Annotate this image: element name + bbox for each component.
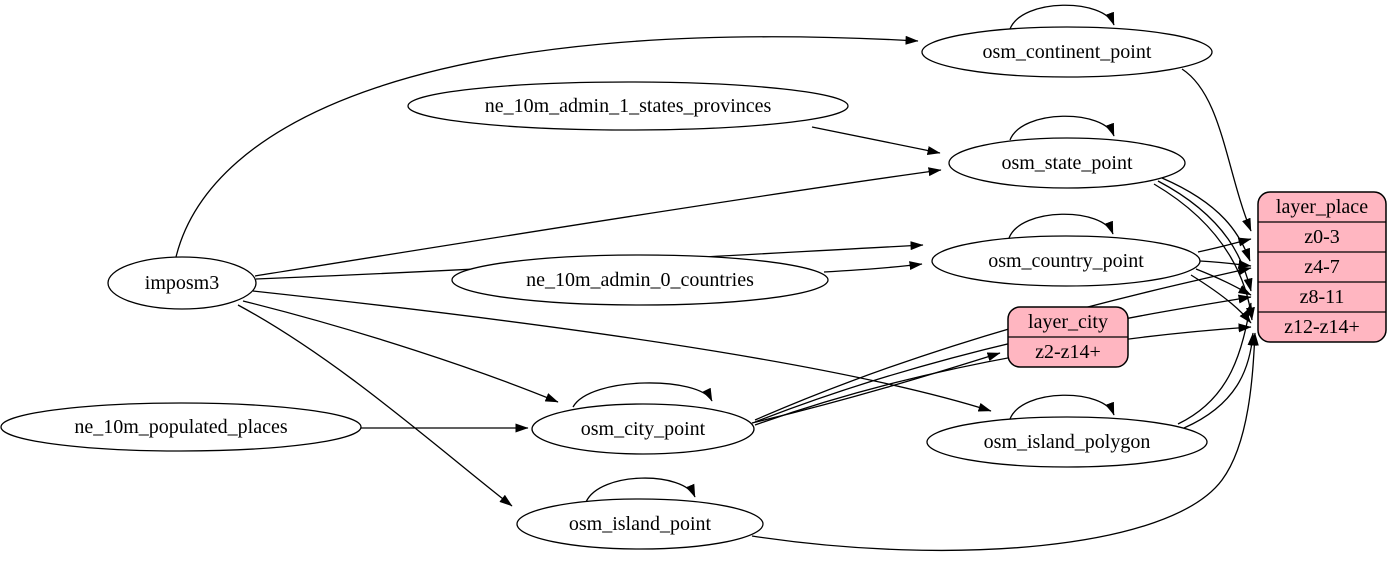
node-ellipse-imposm3 [107, 256, 257, 310]
edge-osm_island_point-to-layer_place.z12-z14+ [751, 332, 1259, 552]
record-layer_place: layer_place z0-3 z4-7 z8-11 z12-z14+ [1257, 191, 1387, 343]
edge-osm_continent_point-to-layer_place.z0-3 [1181, 68, 1252, 232]
record-layer_city: layer_city z2-z14+ [1007, 306, 1129, 368]
node-osm_city_point: osm_city_point [531, 403, 755, 455]
edges-layer [175, 4, 1259, 552]
self-loop-osm_state_point [1009, 115, 1115, 141]
edge-imposm3-to-osm_continent_point [175, 35, 919, 258]
edge-ne_10m_admin_0_countries-to-osm_country_point [823, 261, 923, 273]
edge-osm_country_point-to-layer_place.z8-11 [1195, 268, 1252, 296]
record-row-layer_city-z2-z14+: z2-z14+ [1035, 341, 1101, 363]
record-row-layer_place-z0-3: z0-3 [1304, 226, 1340, 248]
edge-osm_island_polygon-to-layer_place.z8-11 [1177, 302, 1254, 425]
node-label-osm_island_polygon: osm_island_polygon [984, 431, 1151, 453]
node-ellipse-osm_city_point [531, 403, 755, 455]
edge-osm_country_point-to-layer_place.z0-3 [1197, 237, 1252, 253]
record-row-layer_place-z4-7: z4-7 [1304, 256, 1340, 278]
self-loop-osm_continent_point [1009, 4, 1115, 30]
edge-osm_state_point-to-layer_place.z4-7 [1161, 177, 1251, 262]
edge-osm_island_polygon-to-layer_place.z12-z14+ [1183, 332, 1257, 429]
record-title-layer_city: layer_city [1028, 311, 1108, 333]
record-box-layer_place [1257, 191, 1387, 343]
node-osm_island_point: osm_island_point [516, 498, 764, 550]
node-osm_country_point: osm_country_point [931, 235, 1201, 287]
edge-ne_10m_admin_1_states_provinces-to-osm_state_point [811, 126, 941, 155]
record-row-layer_place-z8-11: z8-11 [1300, 286, 1345, 308]
record-title-layer_place: layer_place [1276, 196, 1368, 218]
node-label-osm_city_point: osm_city_point [581, 418, 706, 440]
node-ellipse-ne_10m_admin_0_countries [451, 254, 829, 306]
node-label-osm_country_point: osm_country_point [988, 250, 1144, 272]
edge-osm_city_point-to-layer_place.z12-z14+ [754, 323, 1252, 426]
node-label-osm_island_point: osm_island_point [569, 513, 712, 535]
self-loop-osm_island_polygon [1009, 394, 1115, 420]
node-imposm3: imposm3 [107, 256, 257, 310]
node-osm_state_point: osm_state_point [948, 137, 1186, 189]
edge-imposm3-to-osm_city_point [242, 300, 559, 403]
self-loop-osm_city_point [572, 382, 713, 408]
edge-osm_city_point-to-layer_place.z4-7 [754, 266, 1252, 421]
node-label-ne_10m_populated_places: ne_10m_populated_places [74, 416, 287, 438]
node-ellipse-osm_state_point [948, 137, 1186, 189]
node-ellipse-osm_island_point [516, 498, 764, 550]
node-osm_continent_point: osm_continent_point [921, 26, 1213, 78]
node-ellipse-osm_country_point [931, 235, 1201, 287]
edge-imposm3-to-osm_island_polygon [252, 290, 992, 412]
edge-osm_state_point-to-layer_place.z8-11 [1157, 180, 1253, 292]
edge-osm_country_point-to-layer_place.z4-7 [1199, 259, 1252, 269]
edge-imposm3-to-osm_state_point [254, 167, 942, 277]
node-ellipse-ne_10m_populated_places [0, 402, 362, 452]
node-label-osm_state_point: osm_state_point [1001, 152, 1133, 174]
node-ellipse-ne_10m_admin_1_states_provinces [407, 81, 849, 131]
node-ne_10m_admin_1_states_provinces: ne_10m_admin_1_states_provinces [407, 81, 849, 131]
edge-imposm3-to-osm_island_point [237, 304, 513, 507]
node-ellipse-osm_island_polygon [926, 416, 1208, 468]
node-ne_10m_populated_places: ne_10m_populated_places [0, 402, 362, 452]
node-ne_10m_admin_0_countries: ne_10m_admin_0_countries [451, 254, 829, 306]
node-label-ne_10m_admin_1_states_provinces: ne_10m_admin_1_states_provinces [485, 95, 772, 117]
self-loop-osm_island_point [585, 477, 696, 503]
self-loop-osm_country_point [1008, 213, 1114, 239]
node-label-imposm3: imposm3 [145, 272, 219, 294]
node-osm_island_polygon: osm_island_polygon [926, 416, 1208, 468]
node-label-ne_10m_admin_0_countries: ne_10m_admin_0_countries [526, 269, 754, 291]
node-ellipse-osm_continent_point [921, 26, 1213, 78]
node-label-osm_continent_point: osm_continent_point [983, 41, 1152, 63]
record-row-layer_place-z12-z14+: z12-z14+ [1284, 316, 1360, 338]
